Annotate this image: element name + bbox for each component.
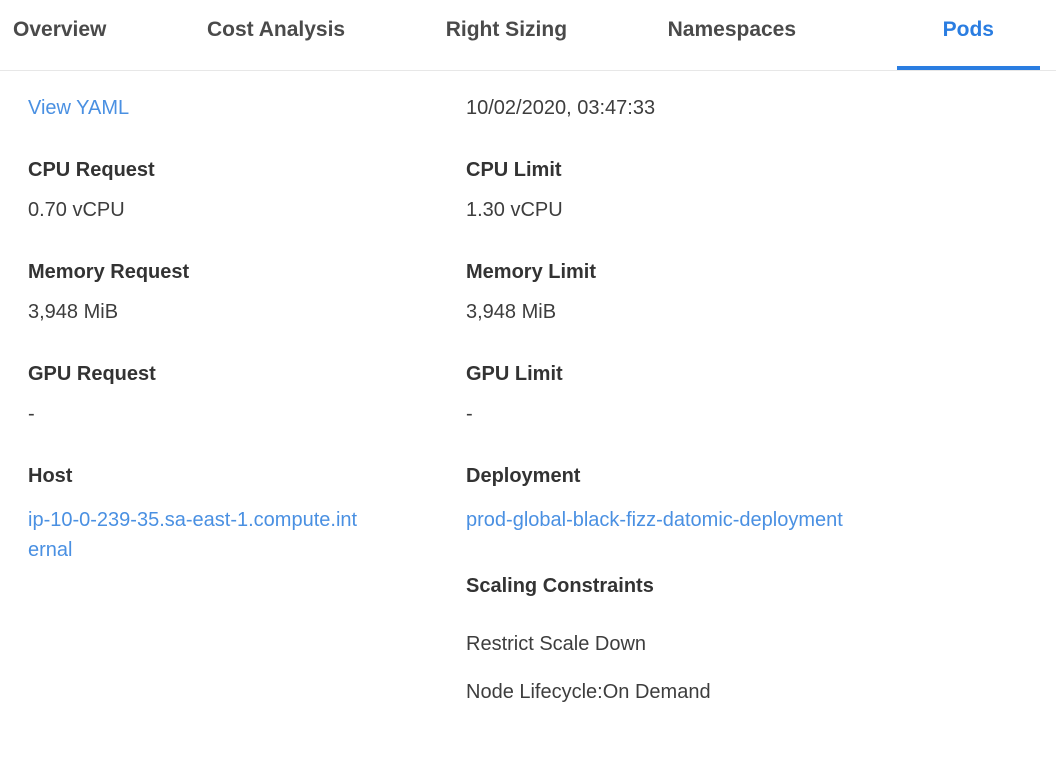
field-cpu-request: CPU Request 0.70 vCPU xyxy=(28,159,466,221)
field-gpu-request: GPU Request - xyxy=(28,363,466,425)
gpu-limit-label: GPU Limit xyxy=(466,363,563,385)
gpu-request-label: GPU Request xyxy=(28,363,156,385)
field-memory-request: Memory Request 3,948 MiB xyxy=(28,261,466,323)
gpu-limit-value: - xyxy=(466,403,473,425)
gpu-request-value: - xyxy=(28,403,35,425)
field-scaling-constraints: Scaling Constraints Restrict Scale Down … xyxy=(466,575,1040,703)
tab-bar: Overview Cost Analysis Right Sizing Name… xyxy=(0,0,1056,71)
host-link[interactable]: ip-10-0-239-35.sa-east-1.compute.interna… xyxy=(28,509,358,561)
cpu-limit-value: 1.30 vCPU xyxy=(466,199,563,221)
memory-limit-label: Memory Limit xyxy=(466,261,597,283)
cpu-request-label: CPU Request xyxy=(28,159,155,181)
memory-request-label: Memory Request xyxy=(28,261,190,283)
cpu-limit-label: CPU Limit xyxy=(466,159,562,181)
scaling-constraints-label: Scaling Constraints xyxy=(466,575,654,597)
memory-request-value: 3,948 MiB xyxy=(28,301,119,323)
tab-overview[interactable]: Overview xyxy=(13,18,107,41)
tab-pods[interactable]: Pods xyxy=(896,0,1041,70)
pod-details-panel: View YAML CPU Request 0.70 vCPU Memory R… xyxy=(0,71,1056,743)
cpu-request-value: 0.70 vCPU xyxy=(28,199,125,221)
field-host: Host ip-10-0-239-35.sa-east-1.compute.in… xyxy=(28,465,466,565)
details-right-column: 10/02/2020, 03:47:33 CPU Limit 1.30 vCPU… xyxy=(466,97,1040,743)
tab-cost-analysis[interactable]: Cost Analysis xyxy=(207,18,346,41)
field-gpu-limit: GPU Limit - xyxy=(466,363,1040,425)
tab-namespaces[interactable]: Namespaces xyxy=(667,18,797,41)
deployment-label: Deployment xyxy=(466,465,581,487)
deployment-link[interactable]: prod-global-black-fizz-datomic-deploymen… xyxy=(466,509,843,531)
field-cpu-limit: CPU Limit 1.30 vCPU xyxy=(466,159,1040,221)
view-yaml-link[interactable]: View YAML xyxy=(28,97,130,119)
tab-right-sizing[interactable]: Right Sizing xyxy=(445,18,568,41)
field-deployment: Deployment prod-global-black-fizz-datomi… xyxy=(466,465,1040,535)
scaling-constraint-restrict-scale-down: Restrict Scale Down xyxy=(466,633,647,655)
pod-timestamp: 10/02/2020, 03:47:33 xyxy=(466,97,656,119)
memory-limit-value: 3,948 MiB xyxy=(466,301,557,323)
scaling-constraint-node-lifecycle: Node Lifecycle:On Demand xyxy=(466,681,711,703)
field-memory-limit: Memory Limit 3,948 MiB xyxy=(466,261,1040,323)
host-label: Host xyxy=(28,465,73,487)
details-left-column: View YAML CPU Request 0.70 vCPU Memory R… xyxy=(28,97,466,743)
